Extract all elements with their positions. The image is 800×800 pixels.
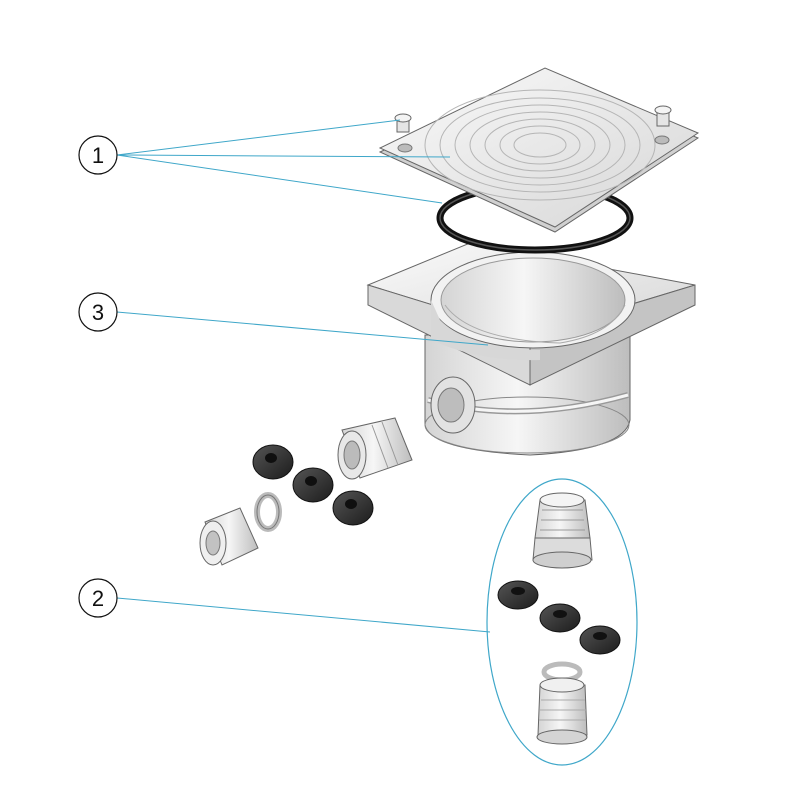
leader-1-cover	[116, 154, 451, 158]
junction-box	[366, 242, 696, 456]
gland-washer	[254, 492, 282, 532]
kit-rubber-seal-2	[539, 603, 581, 633]
leader-1-gasket	[116, 154, 443, 204]
cover-plate	[378, 67, 700, 233]
cover-screw-left	[394, 113, 412, 133]
leader-3-box	[116, 311, 489, 346]
rubber-seal-3	[332, 490, 374, 526]
callout-3-number: 3	[92, 300, 104, 325]
cover-screw-right	[654, 105, 672, 127]
kit-rubber-seal-1	[497, 580, 539, 610]
leader-lines	[116, 119, 491, 633]
gland-body-upper	[337, 417, 413, 480]
callout-2: 2	[78, 578, 118, 618]
rubber-seal-2	[292, 467, 334, 503]
leader-2-kit	[116, 597, 491, 633]
callout-1: 1	[78, 135, 118, 175]
kit-gland-top	[532, 492, 593, 569]
gland-body-lower	[199, 507, 259, 566]
leader-1-screw	[116, 119, 401, 156]
callout-2-number: 2	[92, 586, 104, 611]
kit-gland-bottom	[536, 661, 588, 745]
kit-rubber-seal-3	[579, 625, 621, 655]
callout-3: 3	[78, 292, 118, 332]
cable-gland-kit	[486, 478, 638, 766]
callout-1-number: 1	[92, 143, 104, 168]
rubber-seal-1	[252, 444, 294, 480]
